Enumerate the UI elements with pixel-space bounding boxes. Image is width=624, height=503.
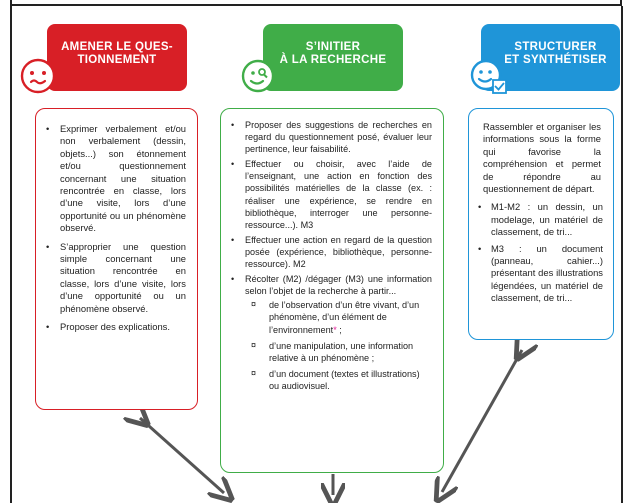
frame-right — [621, 6, 623, 503]
magnifier-face-icon — [241, 58, 281, 99]
thinking-face-icon — [20, 58, 56, 99]
list-item: •Effectuer ou choisir, avec l’aide de l’… — [231, 159, 432, 230]
header-title-right: STRUCTURER ET SYNTHÉTISER — [504, 41, 607, 66]
checklist-face-icon — [470, 58, 510, 101]
list-item: •Proposer des suggestions de recherches … — [231, 120, 432, 155]
list-item: •Effectuer une action en regard de la qu… — [231, 234, 432, 270]
right-intro: Rassembler et organiser les informations… — [483, 121, 601, 195]
box-amener-questionnement: •Exprimer verbalement et/ou non verbalem… — [35, 108, 198, 410]
left-list: •Exprimer verbalement et/ou non verbalem… — [36, 123, 197, 334]
footnote-asterisk: * — [333, 324, 337, 335]
right-list: •M1-M2 : un dessin, un modelage, un maté… — [469, 201, 613, 304]
list-item: •Récolter (M2) /dégager (M3) une informa… — [231, 274, 432, 392]
sub-list: ¤de l’observation d’un être vivant, d’un… — [245, 299, 432, 392]
list-item: •M1-M2 : un dessin, un modelage, un maté… — [478, 201, 603, 238]
header-title-left: AMENER LE QUES- TIONNEMENT — [61, 41, 173, 66]
center-list: •Proposer des suggestions de recherches … — [221, 119, 443, 392]
frame-left — [10, 6, 12, 503]
arrow-right-to-bottom — [442, 350, 522, 492]
arrow-left-to-bottom — [140, 418, 224, 493]
list-item: •Exprimer verbalement et/ou non verbalem… — [46, 123, 186, 234]
sub-list-item: ¤d’un document (textes et illustrations)… — [251, 367, 420, 391]
sub-list-item: ¤d’une manipulation, une information rel… — [251, 339, 414, 363]
list-item: •M3 : un document (panneau, cahier...) p… — [478, 242, 603, 304]
box-initier-recherche: •Proposer des suggestions de recherches … — [220, 108, 444, 473]
header-initier-recherche: S’INITIER À LA RECHERCHE — [263, 24, 403, 91]
frame-top — [10, 0, 622, 6]
header-title-center: S’INITIER À LA RECHERCHE — [279, 41, 387, 66]
header-amener-questionnement: AMENER LE QUES- TIONNEMENT — [47, 24, 187, 91]
box-structurer-synthetiser: Rassembler et organiser les informations… — [468, 108, 614, 340]
list-item: •S’approprier une question simple concer… — [46, 240, 186, 314]
sub-list-item: ¤de l’observation d’un être vivant, d’un… — [251, 299, 420, 335]
list-item: •Proposer des explications. — [46, 321, 170, 333]
